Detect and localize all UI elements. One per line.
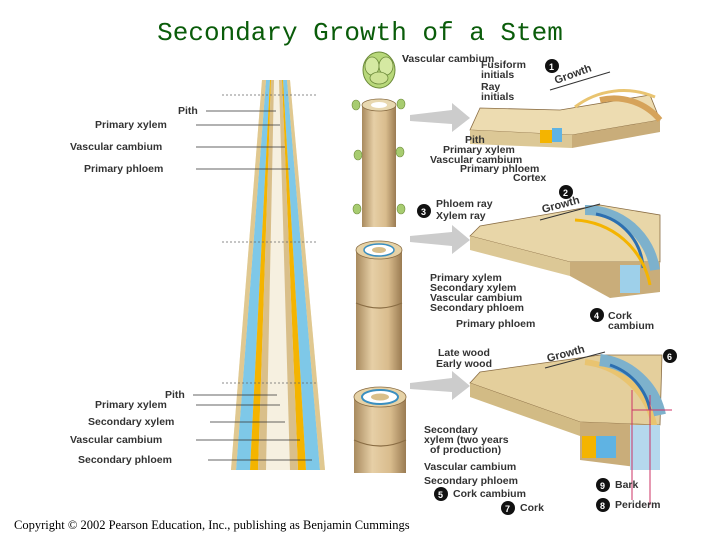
svg-text:5: 5: [438, 490, 443, 500]
label-pith-upper: Pith: [178, 105, 198, 117]
stage2-primary-phloem: Primary phloem: [456, 318, 535, 330]
svg-text:6: 6: [667, 352, 672, 362]
label-secondary-phloem-lower: Secondary phloem: [78, 454, 172, 466]
stage1-primary-xylem: Primary xylem: [443, 144, 515, 156]
label-secondary-xylem-lower: Secondary xylem: [88, 416, 174, 428]
svg-text:8: 8: [600, 501, 605, 511]
longitudinal-stem: [231, 80, 325, 470]
page-title: Secondary Growth of a Stem: [157, 18, 563, 48]
label-top-vascular-cambium-text: Vascular cambium: [402, 53, 494, 65]
stage2-cork: Cork: [608, 310, 632, 322]
stage2-secondary-xylem: Secondary xylem: [430, 282, 516, 294]
stage2-secondary-phloem: Secondary phloem: [430, 302, 524, 314]
stage1-initials-2: initials: [481, 91, 514, 103]
stage1-primary-phloem: Primary phloem: [460, 163, 539, 175]
stage3-cork-cambium: Cork cambium: [453, 488, 526, 500]
copyright-notice: Copyright © 2002 Pearson Education, Inc.…: [14, 518, 410, 532]
stage1-pith: Pith: [465, 134, 485, 146]
label-primary-xylem-lower: Primary xylem: [95, 399, 167, 411]
stage2-xylem-ray: Xylem ray: [436, 210, 486, 222]
stage3-xylem-two-years: xylem (two years: [424, 434, 509, 446]
stage2-primary-xylem: Primary xylem: [430, 272, 502, 284]
badge-5: [434, 487, 448, 501]
svg-text:2: 2: [563, 188, 568, 198]
svg-text:7: 7: [505, 504, 510, 514]
label-primary-phloem-upper: Primary phloem: [84, 163, 163, 175]
stage3-early-wood: Early wood: [436, 358, 492, 370]
stage3-cork: Cork: [520, 502, 544, 514]
stage3-of-production: of production): [430, 444, 501, 456]
stage1-ray: Ray: [481, 81, 500, 93]
label-vascular-cambium-lower: Vascular cambium: [70, 434, 162, 446]
stem-exterior: [351, 51, 407, 473]
stage1-fusiform: Fusiform: [481, 59, 526, 71]
stage2-vascular-cambium: Vascular cambium: [430, 292, 522, 304]
left-labels-lower: Pith Primary xylem Secondary xylem Vascu…: [70, 389, 312, 466]
left-labels-upper: Pith Primary xylem Vascular cambium Prim…: [70, 105, 290, 175]
stage3-wedge: [469, 354, 672, 505]
svg-text:4: 4: [594, 311, 599, 321]
badge-8: [596, 498, 610, 512]
svg-text:1: 1: [549, 62, 554, 72]
badge-4: [590, 308, 604, 322]
stage3-secondary-phloem: Secondary phloem: [424, 475, 518, 487]
svg-text:3: 3: [421, 207, 426, 217]
label-primary-xylem-upper: Primary xylem: [95, 119, 167, 131]
stage3-vascular-cambium: Vascular cambium: [424, 461, 516, 473]
badge-3: [417, 204, 431, 218]
stage3-secondary: Secondary: [424, 424, 478, 436]
label-top-vascular-cambium: V: [402, 53, 409, 65]
stage1-initials-1: initials: [481, 69, 514, 81]
stage2-phloem-ray: Phloem ray: [436, 198, 493, 210]
stage1-vascular-cambium: Vascular cambium: [430, 154, 522, 166]
stage3-late-wood: Late wood: [438, 347, 490, 359]
stage3-periderm: Periderm: [615, 499, 661, 511]
stage1-cortex: Cortex: [513, 172, 546, 184]
label-vascular-cambium-upper: Vascular cambium: [70, 141, 162, 153]
stage2-cambium: cambium: [608, 320, 654, 332]
stage3-bark: Bark: [615, 479, 639, 491]
label-pith-lower: Pith: [165, 389, 185, 401]
stage1-wedge: [469, 89, 663, 148]
badge-9: [596, 478, 610, 492]
badge-2: [559, 185, 573, 199]
svg-text:9: 9: [600, 481, 605, 491]
badge-7: [501, 501, 515, 515]
badge-6: [663, 349, 677, 363]
stage2-wedge: [469, 204, 661, 298]
badge-1: [545, 59, 559, 73]
